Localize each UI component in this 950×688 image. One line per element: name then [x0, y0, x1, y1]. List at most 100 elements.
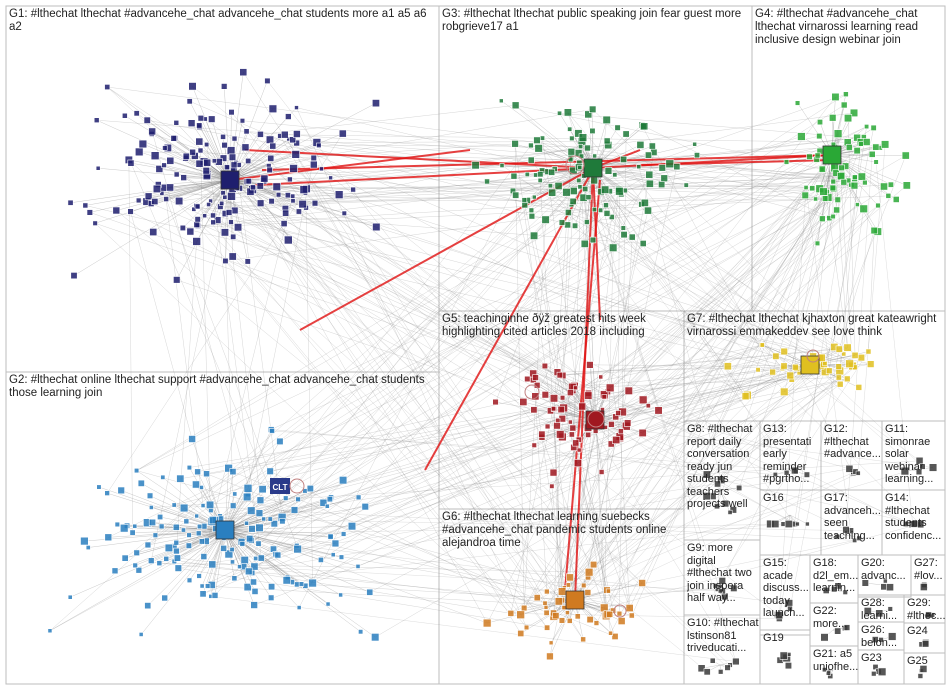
node — [145, 193, 152, 200]
node — [122, 113, 127, 118]
node — [901, 467, 909, 475]
node — [829, 114, 836, 121]
node — [372, 100, 379, 107]
node — [221, 84, 227, 90]
node — [814, 197, 818, 201]
node — [565, 209, 571, 215]
node — [256, 510, 263, 517]
node — [105, 84, 110, 89]
node — [223, 258, 229, 264]
node — [831, 179, 836, 184]
node — [843, 526, 850, 533]
node — [204, 159, 211, 166]
node — [918, 674, 923, 679]
node — [805, 522, 809, 526]
node — [200, 584, 204, 588]
node — [547, 653, 554, 660]
node — [247, 507, 255, 515]
node — [189, 83, 197, 91]
node — [81, 537, 89, 545]
node — [283, 210, 289, 216]
node — [551, 406, 556, 411]
node — [292, 151, 300, 159]
node — [704, 669, 710, 675]
node — [511, 173, 517, 179]
node — [529, 213, 535, 219]
node — [97, 485, 102, 490]
node — [83, 203, 88, 208]
node — [245, 259, 251, 265]
node — [197, 123, 203, 129]
node — [604, 203, 609, 208]
node — [257, 183, 264, 190]
node — [599, 375, 603, 379]
node — [549, 189, 556, 196]
node — [565, 611, 569, 615]
node — [105, 534, 112, 541]
node — [207, 202, 211, 206]
node — [659, 165, 666, 172]
node — [218, 516, 223, 521]
clt-node: CLT — [270, 478, 290, 494]
node — [528, 157, 534, 163]
node — [703, 492, 711, 500]
node — [886, 584, 893, 591]
node — [558, 588, 566, 596]
hub-node — [586, 411, 604, 429]
node — [520, 398, 527, 405]
node — [238, 565, 242, 569]
node — [257, 200, 264, 207]
node — [556, 431, 564, 439]
node — [525, 376, 531, 382]
node — [268, 584, 274, 590]
node — [332, 540, 339, 547]
node — [819, 216, 825, 222]
node — [229, 253, 236, 260]
node — [604, 138, 610, 144]
node — [625, 387, 633, 395]
node — [242, 144, 249, 151]
node — [902, 152, 909, 159]
node — [876, 203, 881, 208]
node — [557, 372, 563, 378]
node — [780, 388, 788, 396]
node — [241, 556, 249, 564]
node — [161, 475, 165, 479]
node — [903, 521, 908, 526]
node — [226, 210, 232, 216]
node — [624, 420, 631, 427]
node — [194, 222, 200, 228]
node — [554, 422, 561, 429]
node — [555, 182, 562, 189]
node — [815, 153, 820, 158]
node — [532, 195, 536, 199]
node — [804, 185, 808, 189]
node — [781, 348, 788, 355]
hub-node — [221, 171, 239, 189]
node — [164, 556, 169, 561]
node — [175, 197, 183, 205]
node — [888, 633, 896, 641]
node — [513, 192, 519, 198]
node — [530, 232, 538, 240]
node — [245, 568, 252, 575]
node — [603, 116, 611, 124]
node — [579, 403, 586, 410]
node — [646, 180, 653, 187]
node — [599, 470, 604, 475]
node — [916, 457, 923, 464]
node — [609, 421, 615, 427]
node — [211, 220, 216, 225]
node — [267, 468, 274, 475]
node — [201, 554, 207, 560]
node — [518, 630, 524, 636]
node — [644, 207, 651, 214]
node — [240, 69, 247, 76]
node — [804, 472, 810, 478]
node — [593, 154, 597, 158]
node — [587, 616, 594, 623]
node — [96, 166, 100, 170]
node — [846, 144, 852, 150]
node — [164, 197, 169, 202]
node — [351, 187, 356, 192]
